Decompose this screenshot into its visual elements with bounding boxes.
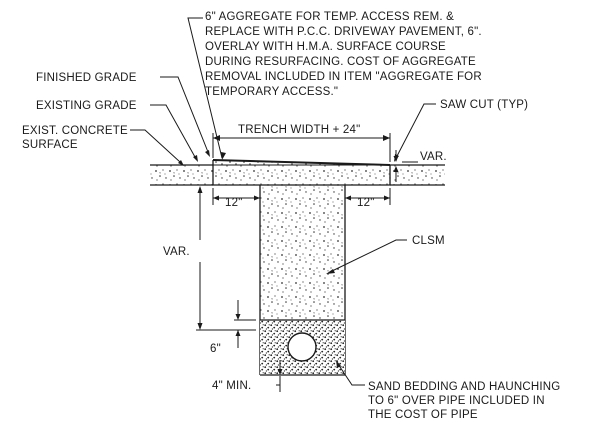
leader-lines — [130, 17, 436, 386]
exist-concrete-label: EXIST. CONCRETE SURFACE — [22, 125, 131, 151]
twelve-right-label: 12" — [357, 197, 374, 209]
var-left-label: VAR. — [163, 246, 190, 258]
pipe — [287, 332, 317, 362]
sand-bedding-zone — [260, 319, 345, 376]
four-inch-min-dimension — [276, 360, 283, 392]
clsm-label: CLSM — [412, 235, 445, 247]
finished-grade-label: FINISHED GRADE — [36, 72, 137, 84]
trench-width-dimension — [212, 133, 391, 162]
existing-grade-left — [150, 164, 213, 186]
twelve-inch-dimensions — [212, 188, 391, 205]
twelve-left-label: 12" — [225, 197, 242, 209]
notes: 6" AGGREGATE FOR TEMP. ACCESS REM. & REP… — [22, 11, 564, 421]
sand-bedding-label: SAND BEDDING AND HAUNCHING TO 6" OVER PI… — [368, 381, 564, 421]
six-inch-label: 6" — [210, 343, 221, 355]
four-inch-min-label: 4" MIN. — [212, 380, 251, 392]
existing-grade-right — [390, 164, 445, 186]
var-top-label: VAR. — [420, 151, 447, 163]
var-vertical-dimension — [196, 184, 256, 331]
existing-grade-label: EXISTING GRADE — [36, 100, 137, 112]
clsm-backfill — [259, 185, 346, 375]
saw-cut-label: SAW CUT (TYP) — [440, 99, 528, 111]
six-inch-dimension — [234, 300, 256, 348]
trench-width-label: TRENCH WIDTH + 24" — [238, 124, 360, 136]
aggregate-note: 6" AGGREGATE FOR TEMP. ACCESS REM. & REP… — [205, 11, 485, 98]
pavement-slab — [212, 159, 391, 186]
